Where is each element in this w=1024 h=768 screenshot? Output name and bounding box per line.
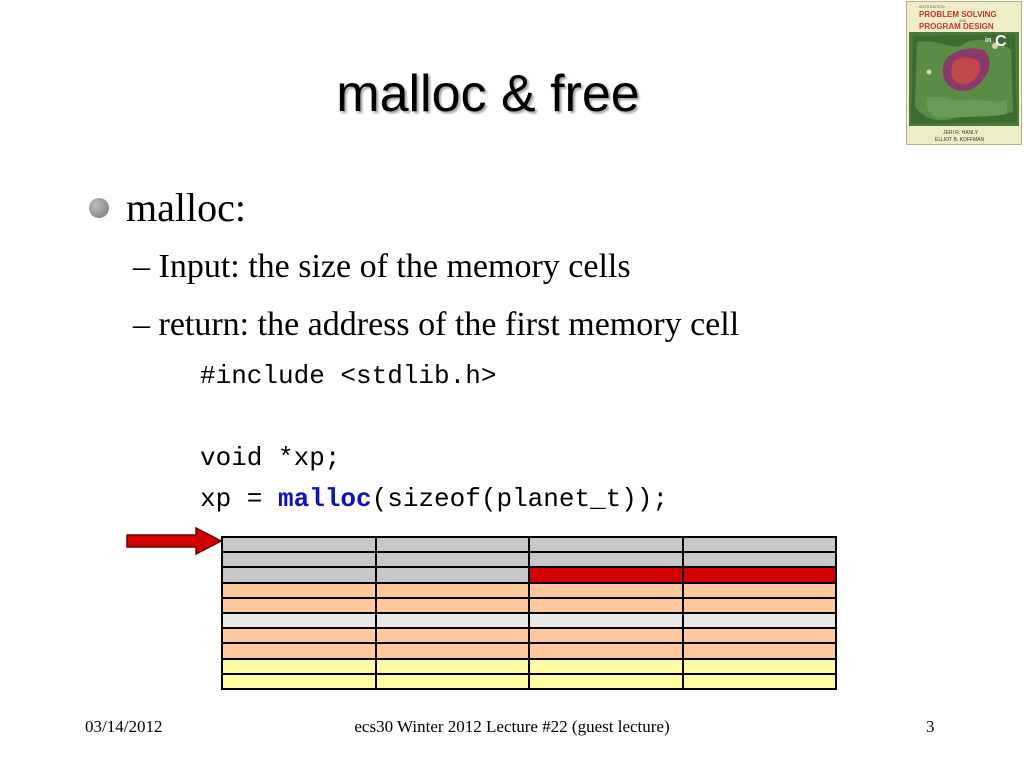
memory-cell xyxy=(221,611,377,630)
sub-item-return: – return: the address of the first memor… xyxy=(133,306,740,343)
memory-row xyxy=(221,566,837,584)
memory-cell xyxy=(528,642,684,660)
memory-cell xyxy=(528,581,684,599)
book-author2: ELLIOT B. KOFFMAN xyxy=(935,137,984,143)
memory-cell xyxy=(681,627,837,645)
memory-cell xyxy=(221,535,377,554)
memory-cell xyxy=(681,672,837,691)
book-title-lang: C xyxy=(995,33,1007,50)
memory-cell xyxy=(681,535,837,554)
footer-page-number: 3 xyxy=(926,717,935,736)
memory-row xyxy=(221,642,837,660)
memory-cell xyxy=(681,596,837,614)
memory-cell xyxy=(528,611,684,630)
memory-cell xyxy=(528,551,684,569)
memory-cell xyxy=(221,672,377,691)
book-cover-image: SIXTH EDITION PROBLEM SOLVING AND PROGRA… xyxy=(906,1,1022,145)
code-line-declaration: void *xp; xyxy=(200,443,341,473)
memory-cell xyxy=(221,627,377,645)
footer-course-label: ecs30 Winter 2012 Lecture #22 (guest lec… xyxy=(354,717,670,736)
book-edition-text: SIXTH EDITION xyxy=(919,5,945,9)
memory-cell xyxy=(221,551,377,569)
slide-title: malloc & free xyxy=(336,65,640,123)
code-suffix: (sizeof(planet_t)); xyxy=(371,484,669,514)
memory-cell xyxy=(681,611,837,630)
memory-cell xyxy=(528,672,684,691)
malloc-keyword: malloc xyxy=(278,484,372,514)
memory-grid xyxy=(221,535,837,691)
memory-cell xyxy=(374,627,530,645)
memory-cell xyxy=(374,672,530,691)
memory-row xyxy=(221,551,837,569)
memory-cell xyxy=(681,657,837,675)
memory-cell xyxy=(221,596,377,614)
memory-cell xyxy=(374,551,530,569)
memory-cell xyxy=(374,596,530,614)
memory-cell xyxy=(374,657,530,675)
bullet-dot-icon xyxy=(89,198,109,218)
memory-cell xyxy=(374,611,530,630)
memory-row xyxy=(221,581,837,599)
memory-row xyxy=(221,535,837,554)
code-line-malloc-call: xp = malloc(sizeof(planet_t)); xyxy=(200,482,668,516)
code-prefix: xp = xyxy=(200,484,279,514)
memory-cell xyxy=(221,642,377,660)
book-title-in: in xyxy=(985,37,991,44)
book-author1: JERI R. HANLY xyxy=(943,130,979,136)
memory-row xyxy=(221,657,837,675)
memory-cell xyxy=(528,535,684,554)
memory-cell xyxy=(221,657,377,675)
memory-cell xyxy=(528,627,684,645)
bullet-malloc: malloc: xyxy=(126,185,246,230)
memory-row xyxy=(221,672,837,691)
memory-cell xyxy=(681,551,837,569)
memory-cell xyxy=(681,581,837,599)
memory-row xyxy=(221,611,837,630)
footer-date: 03/14/2012 xyxy=(85,717,163,736)
memory-cell xyxy=(528,596,684,614)
memory-cell xyxy=(528,657,684,675)
memory-cell xyxy=(374,581,530,599)
memory-cell xyxy=(374,535,530,554)
memory-row xyxy=(221,596,837,614)
memory-cell xyxy=(681,642,837,660)
sub-item-input: – Input: the size of the memory cells xyxy=(133,248,631,285)
memory-cell xyxy=(528,566,684,584)
memory-cell xyxy=(681,566,837,584)
red-arrow-icon xyxy=(126,526,222,556)
memory-cell xyxy=(374,566,530,584)
memory-cell xyxy=(221,581,377,599)
book-title-line2: PROGRAM DESIGN xyxy=(919,22,994,31)
code-line-include: #include <stdlib.h> xyxy=(200,361,497,391)
memory-cell xyxy=(221,566,377,584)
memory-row xyxy=(221,627,837,645)
memory-cell xyxy=(374,642,530,660)
book-title-line1: PROBLEM SOLVING xyxy=(919,10,997,19)
book-title-and: AND xyxy=(959,19,967,23)
